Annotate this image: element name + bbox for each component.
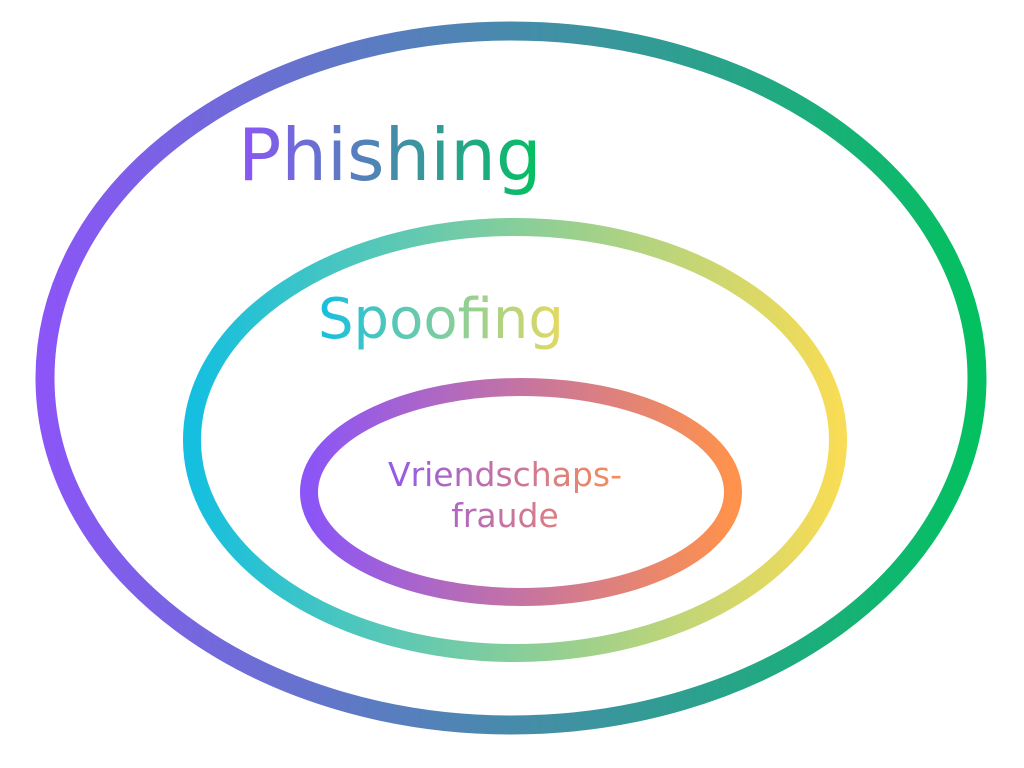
spoofing-label: Spoofing [318,287,564,352]
vriendschapsfraude-label-line1: Vriendschaps- [388,455,622,494]
vriendschapsfraude-ellipse [300,378,742,606]
phishing-ellipse [35,21,987,735]
phishing-label: Phishing [238,113,542,197]
vriendschapsfraude-label-line2: fraude [451,496,559,535]
spoofing-ellipse [183,218,847,662]
